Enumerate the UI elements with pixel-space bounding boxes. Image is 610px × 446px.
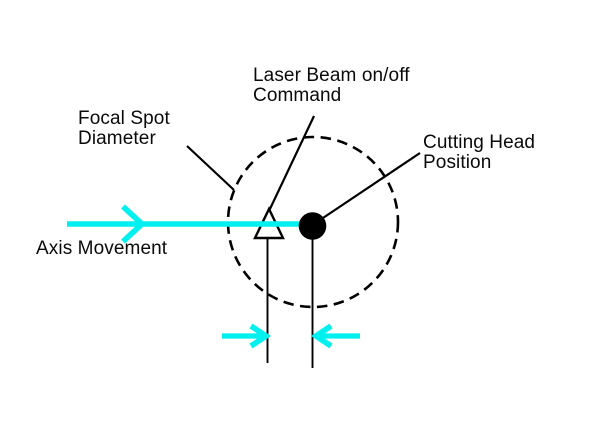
- width-arrow-right-head: [310, 323, 333, 349]
- width-arrow-left: [222, 323, 272, 349]
- cutting-head-leader-line: [313, 152, 421, 225]
- accent-strokes: [67, 204, 360, 349]
- laser-command-leader-line: [268, 115, 315, 212]
- axis-movement-arrowhead: [121, 204, 147, 244]
- laser-beam-command-label: Laser Beam on/off Command: [253, 65, 410, 106]
- axis-movement-arrow: [67, 204, 304, 244]
- focal-spot-diameter-label: Focal Spot Diameter: [78, 108, 170, 149]
- axis-movement-label: Axis Movement: [36, 238, 168, 259]
- cutting-head-position-label: Cutting Head Position: [423, 132, 536, 173]
- focal-spot-leader-line: [186, 145, 235, 191]
- focal-spot-circle: [226, 135, 400, 309]
- width-arrow-right: [310, 323, 360, 349]
- ink-strokes: [186, 115, 421, 368]
- width-arrow-left-head: [249, 323, 272, 349]
- cutting-head-dot: [298, 212, 327, 240]
